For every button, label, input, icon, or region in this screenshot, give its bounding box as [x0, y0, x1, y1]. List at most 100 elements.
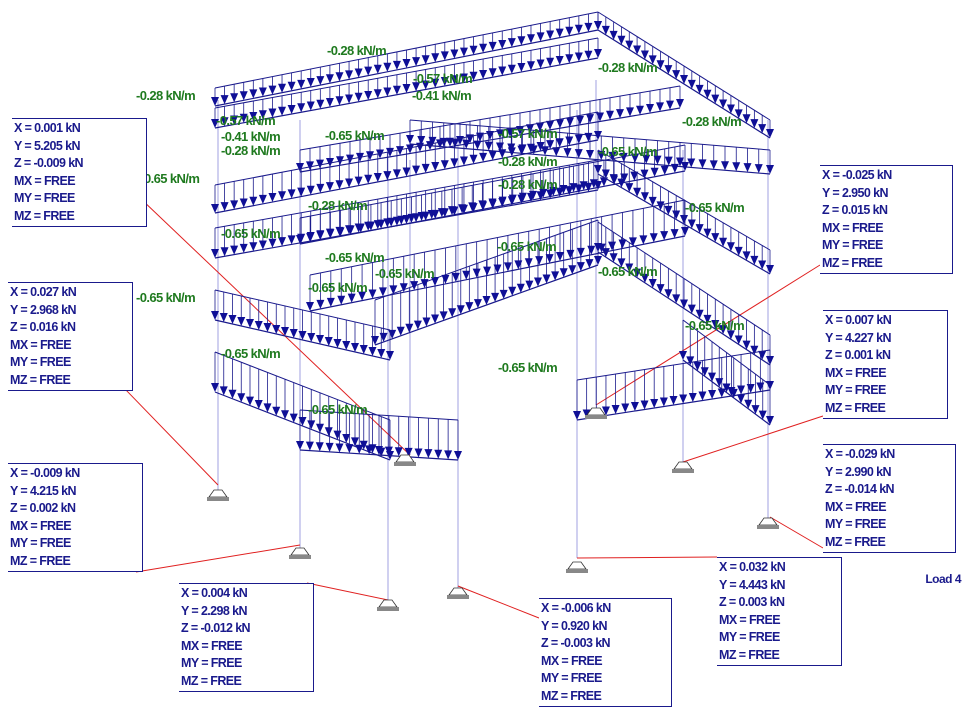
load-arrow-head [296, 163, 304, 172]
load-arrow-head [456, 305, 465, 315]
load-arrow-head [316, 99, 325, 109]
reaction-mx: MX = FREE [181, 638, 243, 653]
reaction-my: MY = FREE [822, 238, 883, 253]
support-base [566, 569, 588, 573]
load-arrow-head [626, 107, 634, 117]
load-arrow-head [721, 161, 729, 171]
reaction-x: X = 0.032 kN [719, 560, 786, 574]
load-arrow-head [766, 129, 774, 138]
load-arrow-head [392, 169, 401, 179]
load-arrow-head [462, 270, 471, 280]
reaction-z: Z = 0.015 kN [822, 203, 888, 218]
load-arrow-head [676, 157, 684, 167]
load-arrow-head [230, 93, 239, 103]
load-arrow-head [278, 191, 287, 201]
load-arrow-head [396, 146, 404, 156]
load-arrow-head [402, 215, 411, 224]
load-arrow-head [406, 144, 414, 154]
reaction-my: MY = FREE [14, 191, 75, 206]
load-arrow-head [404, 447, 413, 457]
load-arrow-head [230, 245, 239, 255]
load-arrow-head [316, 183, 325, 193]
load-arrow-head [546, 30, 555, 40]
load-arrow-head [230, 115, 239, 125]
reaction-leader-line [125, 389, 219, 486]
load-arrow-head [406, 135, 414, 144]
load-arrow-head [750, 119, 759, 129]
load-arrow-head [287, 235, 296, 245]
load-arrow-head [325, 98, 334, 107]
load-arrow-head [551, 271, 560, 281]
load-arrow-head [359, 440, 368, 450]
load-arrow-head [636, 105, 644, 115]
load-magnitude-label: -0.28 kN/m [221, 143, 280, 158]
reaction-leader-line [457, 585, 540, 619]
reaction-x: X = 0.004 kN [181, 586, 248, 600]
load-arrow-head [268, 193, 277, 203]
load-arrow-head [536, 122, 544, 132]
load-arrow-head [555, 138, 564, 148]
reaction-box-2: X = 0.027 kN Y = 2.968 kN Z = 0.016 kN M… [8, 282, 133, 391]
reaction-mx: MX = FREE [10, 518, 72, 533]
load-arrow-head [545, 254, 554, 264]
load-arrow-head [258, 110, 267, 120]
load-arrow-head [660, 165, 669, 175]
load-magnitude-label: -0.65 kN/m [598, 144, 657, 159]
load-arrow-head [535, 256, 544, 266]
load-arrow-head [454, 451, 462, 460]
reaction-mx: MX = FREE [14, 173, 76, 188]
load-arrow-head [359, 345, 368, 354]
load-arrow-head [766, 165, 774, 174]
load-arrow-head [239, 198, 248, 208]
load-arrow-head [687, 304, 696, 314]
load-arrow-head [451, 272, 460, 282]
reaction-x: X = -0.006 kN [541, 601, 611, 615]
load-arrow-head [729, 388, 738, 398]
load-arrow-head [517, 145, 526, 155]
load-arrow-head [726, 104, 735, 114]
load-arrow-head [347, 293, 356, 303]
load-arrow-head [459, 73, 468, 83]
load-arrow-head [698, 159, 707, 169]
load-arrow-head [421, 55, 430, 65]
load-arrow-head [609, 174, 618, 184]
load-arrow-head [664, 65, 673, 75]
load-arrow-head [239, 113, 248, 123]
load-arrow-head [306, 185, 315, 195]
load-arrow-head [345, 178, 354, 188]
load-arrow-head [316, 230, 325, 240]
load-arrow-head [211, 97, 219, 106]
load-arrow-head [584, 50, 593, 60]
load-arrow-head [392, 60, 401, 70]
load-arrow-head [287, 81, 296, 91]
reaction-mx: MX = FREE [825, 365, 887, 380]
reaction-y: Y = 4.215 kN [10, 483, 76, 498]
load-arrow-head [565, 54, 574, 64]
load-arrow-head [326, 297, 335, 307]
load-arrow-head [417, 135, 426, 145]
load-arrow-head [517, 36, 526, 46]
load-arrow-head [375, 446, 383, 455]
support-base [394, 462, 416, 466]
load-arrow-head [365, 445, 374, 455]
load-arrow-head [421, 163, 430, 173]
load-arrow-head [568, 265, 577, 275]
load-arrow-head [693, 361, 702, 371]
load-arrow-head [498, 198, 507, 207]
load-arrow-head [574, 149, 583, 159]
load-arrow-head [742, 114, 751, 124]
load-arrow-head [383, 218, 392, 228]
load-arrow-head [680, 75, 688, 84]
load-arrow-head [594, 256, 602, 265]
load-arrow-head [625, 40, 634, 50]
load-arrow-head [750, 345, 759, 355]
reaction-y: Y = 4.227 kN [825, 330, 891, 345]
load-arrow-head [289, 329, 298, 338]
load-arrow-head [488, 199, 497, 209]
load-arrow-head [681, 162, 689, 171]
load-arrow-head [541, 146, 549, 156]
load-arrow-head [488, 151, 497, 161]
load-arrow-head [459, 156, 468, 166]
load-arrow-head [514, 260, 523, 270]
